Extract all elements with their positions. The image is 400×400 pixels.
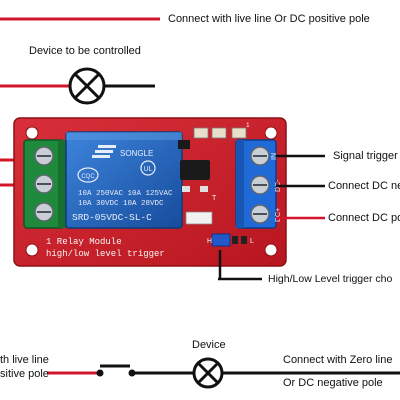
jumper-h-label: H — [207, 238, 212, 245]
fuse-label: T — [212, 195, 217, 202]
resistor — [193, 127, 209, 139]
cqc-mark — [77, 167, 99, 183]
transistor — [178, 140, 190, 149]
bottom-device-label: Device — [192, 339, 226, 351]
mount-hole — [25, 243, 39, 257]
pin-dcp-label: DC+ — [275, 208, 282, 222]
resistor — [231, 127, 247, 139]
diode — [185, 211, 213, 225]
bottom-live-label-1: th live line — [0, 354, 49, 366]
jumper-choice-label: High/Low Level trigger cho — [268, 273, 393, 285]
relay-module-board: SONGLE CQC UL 10A 250VAC 10A 125VAC 10A … — [13, 117, 287, 267]
jumper-l-label: L — [250, 238, 254, 245]
relay-spec-2: 10A 30VDC 10A 28VDC — [78, 200, 164, 208]
module-subtitle: high/low level trigger — [46, 249, 165, 259]
bottom-lamp-cross-b — [196, 361, 220, 385]
resistor — [211, 127, 227, 139]
led — [182, 186, 190, 192]
module-title: 1 Relay Module — [46, 237, 122, 247]
terminal-block-input — [235, 139, 277, 229]
relay-spec-1: 10A 250VAC 10A 125VAC — [78, 190, 173, 198]
mount-hole — [264, 243, 278, 257]
zero-line-label: Connect with Zero line — [283, 354, 393, 366]
live-line-label: Connect with live line Or DC positive po… — [168, 13, 370, 25]
ul-mark — [140, 160, 156, 176]
device-lamp-top — [0, 67, 155, 105]
relay-model: SRD-05VDC-SL-C — [72, 212, 152, 223]
dc-negative-pole-label: Or DC negative pole — [283, 377, 383, 389]
bottom-live-label-2: sitive pole — [0, 368, 49, 380]
smd-components: T 1 — [178, 122, 250, 225]
pin-in-label: IN — [271, 153, 278, 160]
led — [200, 186, 208, 192]
terminal-block-output — [23, 139, 68, 229]
jumper-pin — [241, 236, 247, 244]
terminal-side — [58, 140, 68, 228]
relay: SONGLE CQC UL 10A 250VAC 10A 125VAC 10A … — [65, 131, 183, 229]
one-label: 1 — [246, 122, 250, 129]
lamp-cross-b — [73, 72, 101, 100]
dc-positive-label: Connect DC po — [328, 212, 400, 224]
relay-highlight — [66, 132, 182, 140]
mount-hole — [25, 126, 39, 140]
relay-brand: SONGLE — [120, 149, 153, 158]
terminal-side — [236, 140, 244, 228]
optocoupler — [180, 160, 210, 180]
device-label: Device to be controlled — [29, 45, 141, 57]
trigger-jumper: H L — [207, 233, 254, 247]
mount-hole — [264, 126, 278, 140]
songle-logo-icon — [92, 145, 116, 158]
switch-contact — [96, 369, 104, 377]
ul-label: UL — [144, 166, 153, 173]
bottom-circuit — [47, 357, 400, 389]
jumper-pin — [232, 236, 238, 244]
dc-negative-label: Connect DC ne — [328, 180, 400, 192]
cqc-label: CQC — [81, 174, 95, 180]
jumper-cap — [211, 233, 231, 247]
signal-trigger-label: Signal trigger — [333, 150, 398, 162]
